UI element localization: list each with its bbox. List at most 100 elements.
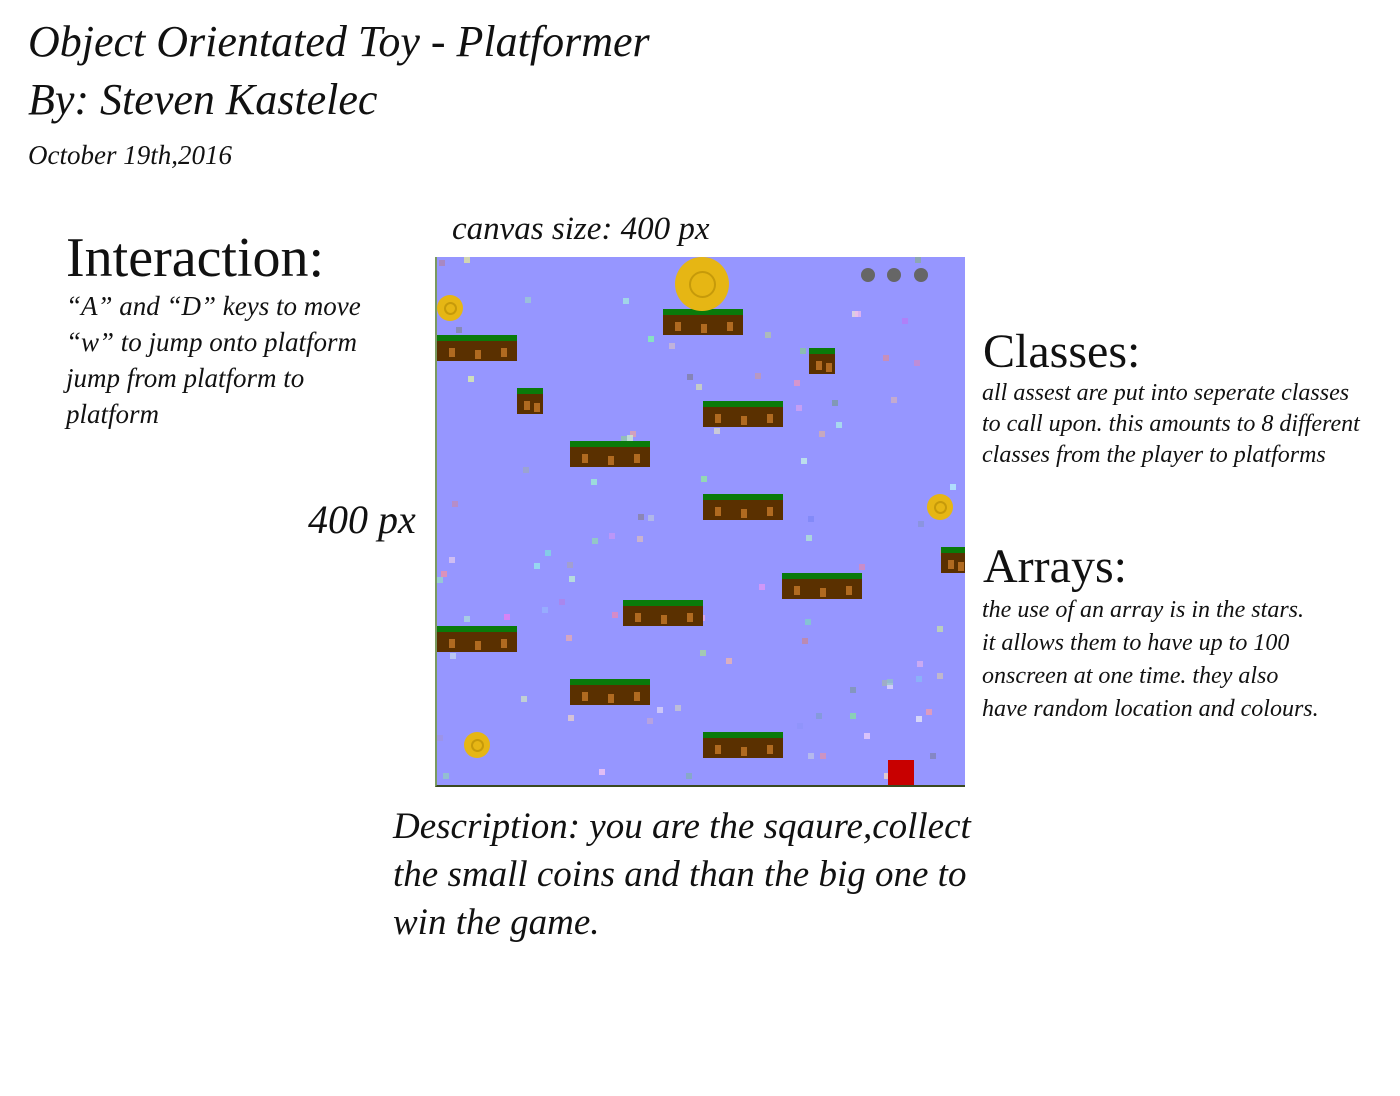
star — [816, 713, 822, 719]
arrays-heading: Arrays: — [983, 540, 1127, 593]
star — [566, 635, 572, 641]
star — [623, 298, 629, 304]
interaction-text: “A” and “D” keys to move “w” to jump ont… — [66, 288, 361, 432]
star — [937, 626, 943, 632]
star — [806, 535, 812, 541]
star — [696, 384, 702, 390]
star — [609, 533, 615, 539]
platform-brick — [634, 692, 640, 701]
star — [542, 607, 548, 613]
star — [450, 653, 456, 659]
star — [882, 680, 888, 686]
platform-brick — [449, 348, 455, 357]
platform-brick — [475, 350, 481, 359]
star — [883, 355, 889, 361]
arrays-line: the use of an array is in the stars. — [982, 597, 1304, 623]
star — [686, 773, 692, 779]
platform-brick — [608, 694, 614, 703]
star — [567, 562, 573, 568]
classes-heading: Classes: — [983, 325, 1141, 378]
star — [630, 431, 636, 437]
star — [545, 550, 551, 556]
platform-brick — [958, 562, 964, 571]
author: By: Steven Kastelec — [28, 75, 378, 124]
platform-brick — [715, 745, 721, 754]
big-coin-icon — [675, 257, 729, 311]
game-canvas[interactable] — [435, 257, 965, 787]
star — [916, 676, 922, 682]
platform-brick — [741, 509, 747, 518]
arrays-line: onscreen at one time. they also — [982, 663, 1279, 689]
star — [805, 619, 811, 625]
date: October 19th,2016 — [28, 140, 232, 170]
classes-text: all assest are put into seperate classes… — [982, 378, 1360, 471]
star — [850, 713, 856, 719]
platform-brick — [741, 747, 747, 756]
star — [765, 332, 771, 338]
star — [648, 515, 654, 521]
platform — [517, 388, 543, 414]
star — [836, 422, 842, 428]
star — [797, 723, 803, 729]
interaction-heading: Interaction: — [66, 227, 325, 289]
star — [468, 376, 474, 382]
star — [521, 696, 527, 702]
star — [850, 687, 856, 693]
star — [887, 683, 893, 689]
star — [675, 705, 681, 711]
platform — [570, 679, 650, 705]
star — [621, 436, 627, 442]
description-line: win the game. — [393, 902, 600, 943]
platform — [437, 626, 517, 652]
classes-line: all assest are put into seperate classes — [982, 380, 1350, 406]
star — [864, 733, 870, 739]
platform-brick — [634, 454, 640, 463]
platform-brick — [701, 324, 707, 333]
platform-brick — [816, 361, 822, 370]
player-square — [888, 760, 914, 785]
star — [669, 343, 675, 349]
canvas-height-label: 400 px — [308, 497, 416, 542]
star — [759, 584, 765, 590]
star — [439, 260, 445, 266]
platform-brick — [534, 403, 540, 412]
star — [916, 716, 922, 722]
platform-brick — [449, 639, 455, 648]
platform-brick — [501, 348, 507, 357]
star — [452, 501, 458, 507]
star — [887, 679, 893, 685]
star — [819, 431, 825, 437]
star — [569, 576, 575, 582]
platform-brick — [715, 507, 721, 516]
star — [592, 538, 598, 544]
star — [534, 563, 540, 569]
star — [599, 769, 605, 775]
star — [917, 661, 923, 667]
platform-brick — [767, 507, 773, 516]
platform — [437, 335, 517, 361]
platform — [782, 573, 862, 599]
star — [523, 467, 529, 473]
star — [801, 458, 807, 464]
star — [794, 380, 800, 386]
small-coin-icon — [437, 295, 463, 321]
classes-line: classes from the player to platforms — [982, 442, 1326, 468]
platform-brick — [948, 560, 954, 569]
platform-brick — [767, 745, 773, 754]
star — [937, 673, 943, 679]
platform-brick — [475, 641, 481, 650]
platform-brick — [582, 692, 588, 701]
life-dot-icon — [914, 268, 928, 282]
star — [437, 577, 443, 583]
platform-brick — [501, 639, 507, 648]
star — [891, 397, 897, 403]
star — [884, 773, 890, 779]
platform — [703, 401, 783, 427]
interaction-line: jump from platform to — [66, 363, 305, 393]
life-dot-icon — [861, 268, 875, 282]
platform — [703, 732, 783, 758]
star — [637, 536, 643, 542]
interaction-line: platform — [66, 399, 160, 429]
star — [855, 311, 861, 317]
platform — [809, 348, 835, 374]
